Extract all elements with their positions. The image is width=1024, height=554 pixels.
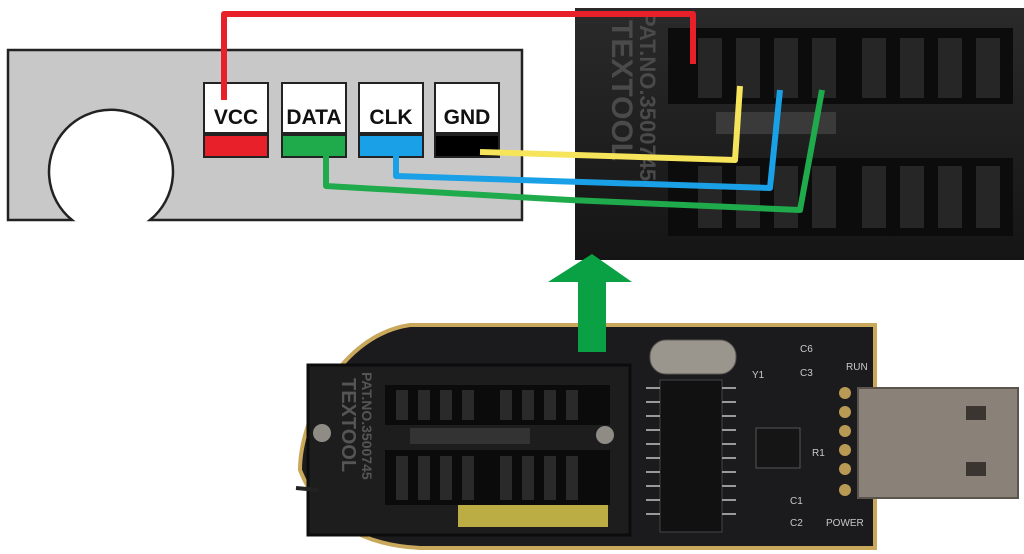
wire-gnd [479,85,743,163]
silk-c6: C6 [800,344,813,355]
silk-run: RUN [846,362,868,373]
pin-color-vcc [203,134,269,158]
silk-power: POWER [826,518,864,529]
silk-c1: C1 [790,496,803,507]
wire-vcc [221,11,696,100]
pin-color-clk [358,134,424,158]
pin-label-clk: CLK [358,82,424,134]
pin-label-vcc: VCC [203,82,269,134]
board-socket-part: PAT.NO.3500745 [359,372,375,480]
wire-clk [393,89,783,191]
wire-data [323,89,825,213]
socket-brand-text: TEXTOOL [605,20,638,161]
socket-part-text: PAT.NO.3500745 [635,12,660,181]
silk-c3: C3 [800,368,813,379]
board-socket-brand: TEXTOOL [337,378,359,472]
silk-y1: Y1 [752,370,765,381]
silk-c2: C2 [790,518,803,529]
pin-label-gnd: GND [434,82,500,134]
pin-color-data [281,134,347,158]
silk-r1: R1 [812,448,825,459]
pin-label-data: DATA [281,82,347,134]
